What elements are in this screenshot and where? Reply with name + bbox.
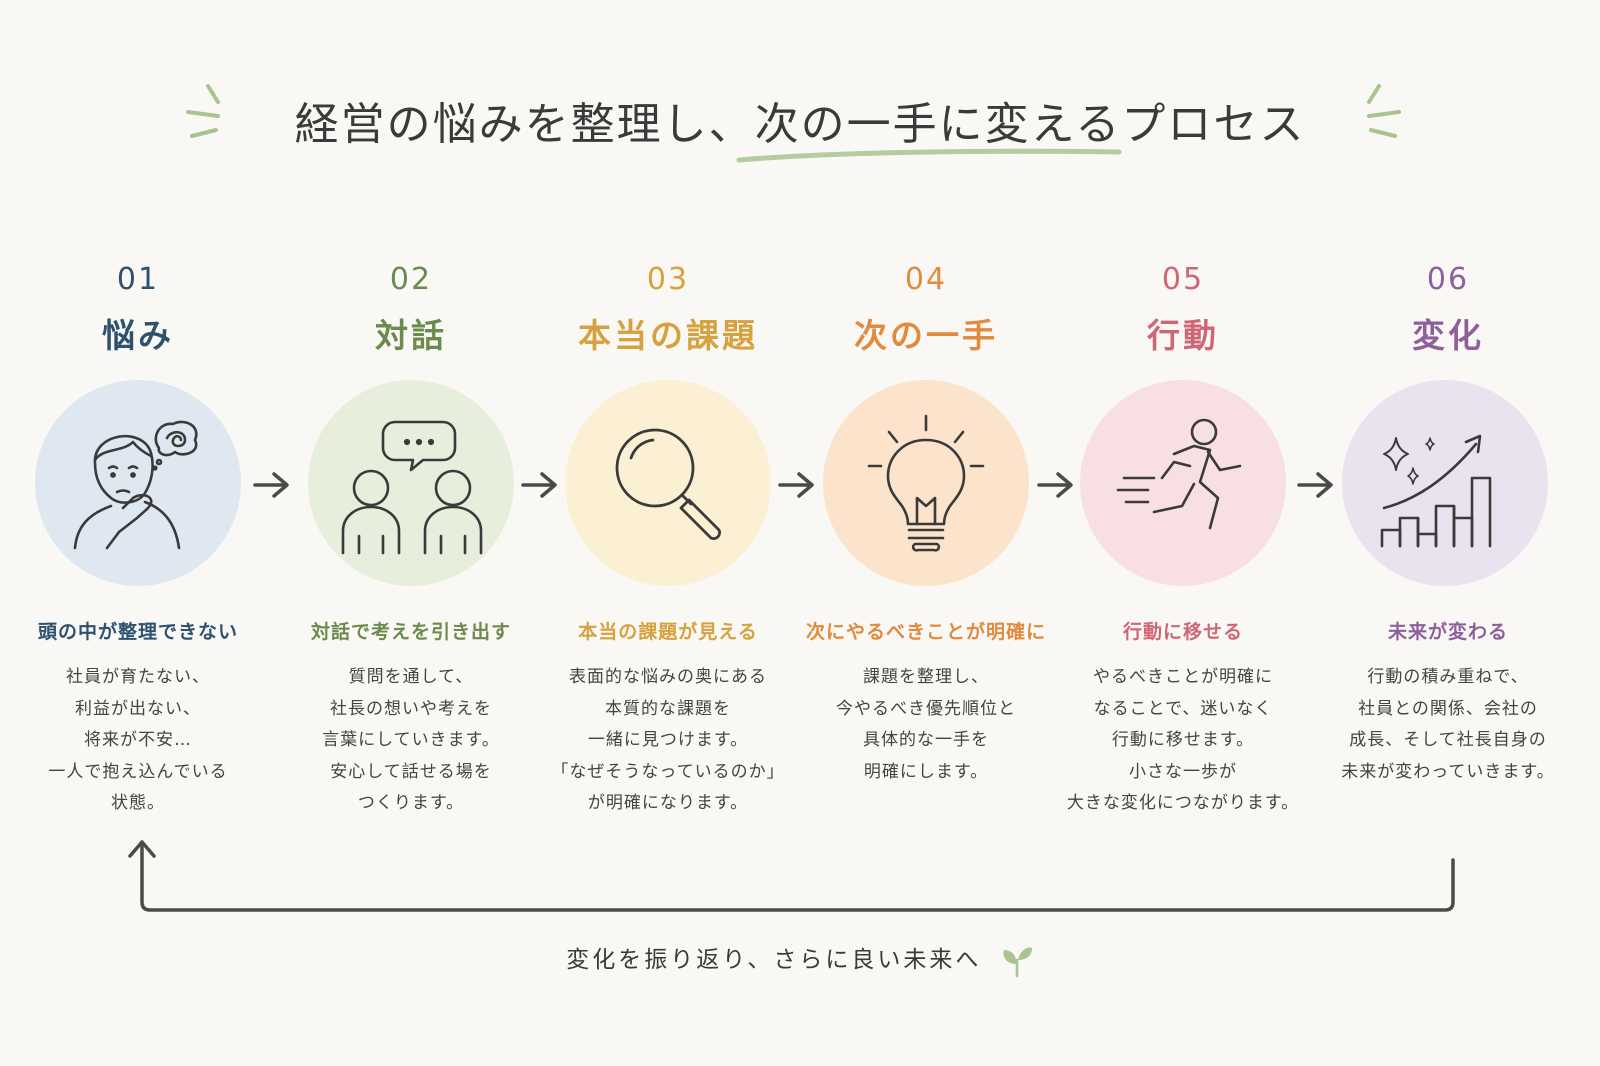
step-02-heading: 対話で考えを引き出す (310, 621, 511, 643)
step-01-heading: 頭の中が整理できない (37, 621, 238, 643)
desc-line: 行動の積み重ねで、 (1367, 667, 1529, 687)
left-sparkle-icon (186, 84, 220, 138)
desc-line: 言葉にしていきます。 (322, 730, 500, 750)
footer-message: 変化を振り返り、さらに良い未来へ (0, 940, 1600, 978)
desc-line: 未来が変わっていきます。 (1341, 761, 1555, 782)
step-04-heading: 次にやるべきことが明確に (805, 621, 1046, 643)
step-04-label: 04 次の一手 (806, 262, 1046, 357)
right-arrow-icon (778, 472, 814, 498)
desc-line: 安心して話せる場を (330, 761, 492, 782)
step-name: 次の一手 (854, 316, 998, 355)
right-arrow-icon (253, 472, 289, 498)
step-04-description: 課題を整理し、 今やるべき優先順位と 具体的な一手を 明確にします。 (791, 662, 1061, 788)
step-number: 02 (389, 262, 433, 297)
step-04-circle (823, 380, 1029, 586)
footer-text: 変化を振り返り、さらに良い未来へ (566, 947, 982, 973)
desc-line: 社員との関係、会社の (1358, 698, 1538, 719)
magnifying-glass-icon (615, 428, 721, 540)
desc-line: 状態。 (111, 793, 165, 813)
step-05-label: 05 行動 (1063, 262, 1303, 357)
right-sparkle-icon (1367, 84, 1401, 138)
title-underline (736, 148, 1122, 163)
step-06-heading: 未来が変わる (1387, 621, 1508, 643)
desc-line: 一人で抱え込んでいる (48, 761, 228, 782)
step-name: 行動 (1147, 316, 1219, 355)
desc-line: つくります。 (357, 793, 465, 813)
desc-line: 利益が出ない、 (75, 698, 201, 719)
step-02-label: 02 対話 (291, 262, 531, 357)
desc-line: 成長、そして社長自身の (1349, 730, 1547, 750)
feedback-loop-arrow (128, 840, 1455, 912)
step-02-circle (308, 380, 514, 586)
right-arrow-icon (1037, 472, 1073, 498)
step-06-circle (1342, 380, 1548, 586)
step-03-heading: 本当の課題が見える (578, 621, 758, 643)
step-02-description: 質問を通して、 社長の想いや考えを 言葉にしていきます。 安心して話せる場を つ… (276, 662, 546, 820)
step-01-circle (35, 380, 241, 586)
desc-line: 社員が育たない、 (66, 667, 210, 687)
desc-line: 明確にします。 (863, 761, 989, 782)
conversation-icon (341, 420, 483, 555)
desc-line: 表面的な悩みの奥にある (569, 667, 767, 687)
desc-line: 小さな一歩が (1129, 761, 1237, 782)
step-number: 05 (1161, 262, 1205, 297)
desc-line: やるべきことが明確に (1093, 667, 1273, 687)
running-person-icon (1116, 418, 1242, 530)
desc-line: が明確になります。 (587, 793, 749, 813)
step-number: 06 (1426, 262, 1470, 297)
desc-line: 具体的な一手を (863, 730, 989, 750)
step-05-circle (1080, 380, 1286, 586)
step-03-circle (565, 380, 771, 586)
desc-line: 課題を整理し、 (863, 667, 989, 687)
step-01-label: 01 悩み (18, 262, 258, 357)
worried-person-icon (73, 420, 198, 550)
desc-line: なることで、迷いなく (1093, 698, 1273, 719)
desc-line: 社長の想いや考えを (330, 698, 492, 719)
desc-line: 質問を通して、 (348, 667, 474, 687)
step-06-label: 06 変化 (1328, 262, 1568, 357)
step-name: 本当の課題 (578, 316, 758, 355)
desc-line: 「なぜそうなっているのか」 (551, 761, 785, 782)
page-title: 経営の悩みを整理し、次の一手に変えるプロセス (294, 99, 1306, 150)
step-06-description: 行動の積み重ねで、 社員との関係、会社の 成長、そして社長自身の 未来が変わって… (1313, 662, 1583, 788)
sprout-icon (1003, 947, 1032, 977)
desc-line: 今やるべき優先順位と (836, 698, 1016, 719)
title-area: 経営の悩みを整理し、次の一手に変えるプロセス (0, 78, 1600, 178)
right-arrow-icon (1297, 472, 1333, 498)
desc-line: 一緒に見つけます。 (587, 730, 749, 750)
step-number: 04 (904, 262, 948, 297)
step-number: 01 (116, 262, 160, 297)
desc-line: 大きな変化につながります。 (1066, 793, 1300, 813)
desc-line: 行動に移せます。 (1111, 730, 1255, 750)
lightbulb-icon (867, 414, 985, 552)
right-arrow-icon (521, 472, 557, 498)
step-name: 変化 (1412, 316, 1484, 355)
step-03-label: 03 本当の課題 (548, 262, 788, 357)
step-name: 対話 (375, 316, 447, 355)
step-05-description: やるべきことが明確に なることで、迷いなく 行動に移せます。 小さな一歩が 大き… (1048, 662, 1318, 820)
desc-line: 本質的な課題を (605, 698, 731, 719)
step-number: 03 (646, 262, 690, 297)
step-03-description: 表面的な悩みの奥にある 本質的な課題を 一緒に見つけます。 「なぜそうなっている… (533, 662, 803, 820)
step-05-heading: 行動に移せる (1122, 621, 1243, 643)
step-name: 悩み (102, 316, 174, 355)
step-01-description: 社員が育たない、 利益が出ない、 将来が不安… 一人で抱え込んでいる 状態。 (3, 662, 273, 820)
growth-chart-icon (1380, 434, 1492, 548)
desc-line: 将来が不安… (84, 730, 192, 750)
